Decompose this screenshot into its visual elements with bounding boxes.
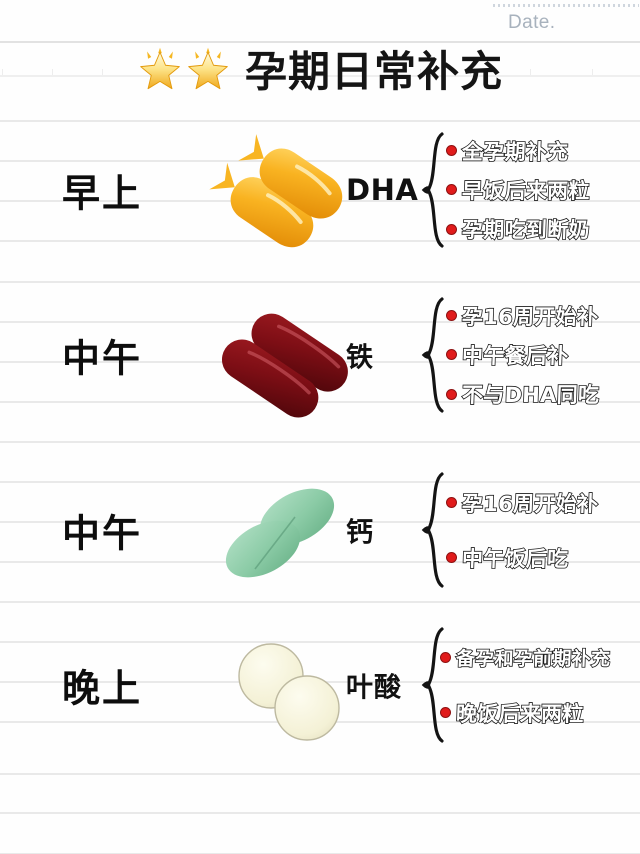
note-item: 中午饭后吃 bbox=[446, 530, 640, 585]
page-title: 孕期日常补充 bbox=[0, 38, 640, 98]
notes-list: 孕16周开始补 中午饭后吃 bbox=[446, 475, 640, 585]
bullet-dot-icon bbox=[440, 652, 451, 663]
bullet-dot-icon bbox=[446, 145, 457, 157]
bullet-dot-icon bbox=[446, 349, 457, 361]
note-item: 中午餐后补 bbox=[446, 335, 640, 374]
note-text: 全孕期补充 bbox=[461, 139, 570, 165]
glowing-star-icon bbox=[188, 47, 228, 90]
note-item: 备孕和孕前期补充 bbox=[440, 630, 640, 685]
note-text: 中午餐后补 bbox=[461, 343, 570, 369]
bullet-dot-icon bbox=[446, 552, 457, 563]
bullet-dot-icon bbox=[440, 707, 451, 718]
note-item: 晚饭后来两粒 bbox=[440, 685, 640, 740]
rule-line bbox=[0, 773, 640, 775]
iron-red-capsules-icon bbox=[221, 313, 348, 418]
note-item: 孕期吃到断奶 bbox=[446, 210, 640, 249]
note-text: 孕16周开始补 bbox=[461, 491, 600, 517]
curly-brace-icon bbox=[421, 132, 444, 248]
time-label: 中午 bbox=[62, 511, 143, 556]
page-title-text: 孕期日常补充 bbox=[244, 46, 503, 96]
note-text: 孕期吃到断奶 bbox=[461, 218, 591, 244]
note-item: 全孕期补充 bbox=[446, 131, 640, 170]
supplement-label: 铁 bbox=[346, 342, 374, 374]
bullet-dot-icon bbox=[446, 310, 457, 322]
supplement-label: 叶酸 bbox=[346, 672, 402, 704]
supplement-label: DHA bbox=[346, 173, 419, 207]
calcium-green-oval-tablets-icon bbox=[225, 488, 335, 578]
date-dotted-line bbox=[493, 4, 639, 7]
date-header: Date. bbox=[493, 4, 640, 34]
dha-fish-softgel-capsules-icon bbox=[209, 134, 343, 248]
note-item: 孕16周开始补 bbox=[446, 475, 640, 530]
schedule-row-folic-acid: 晚上 叶酸 备孕和孕前期补充 bbox=[0, 605, 640, 765]
note-text: 中午饭后吃 bbox=[461, 546, 570, 572]
schedule-row-iron: 中午 铁 bbox=[0, 275, 640, 435]
note-text: 早饭后来两粒 bbox=[461, 178, 591, 204]
curly-brace-icon bbox=[421, 297, 444, 413]
note-text: 孕16周开始补 bbox=[461, 304, 600, 330]
date-label: Date. bbox=[508, 12, 556, 33]
bullet-dot-icon bbox=[446, 497, 457, 508]
rule-line bbox=[0, 441, 640, 443]
time-label: 中午 bbox=[62, 336, 143, 381]
supplement-label: 钙 bbox=[346, 517, 374, 549]
curly-brace-icon bbox=[421, 627, 444, 743]
notes-list: 全孕期补充 早饭后来两粒 孕期吃到断奶 bbox=[446, 131, 640, 249]
schedule-row-dha: 早上 bbox=[0, 110, 640, 270]
note-text: 晚饭后来两粒 bbox=[455, 701, 585, 727]
curly-brace-icon bbox=[421, 472, 444, 588]
notes-list: 孕16周开始补 中午餐后补 不与DHA同吃 bbox=[446, 296, 640, 414]
time-label: 晚上 bbox=[62, 666, 143, 711]
notes-list: 备孕和孕前期补充 晚饭后来两粒 bbox=[440, 630, 640, 740]
bullet-dot-icon bbox=[446, 388, 457, 400]
note-item: 早饭后来两粒 bbox=[446, 170, 640, 209]
note-text: 不与DHA同吃 bbox=[461, 383, 601, 409]
folic-acid-round-tablets-icon bbox=[238, 643, 340, 741]
note-item: 不与DHA同吃 bbox=[446, 375, 640, 414]
time-label: 早上 bbox=[62, 171, 143, 216]
bullet-dot-icon bbox=[446, 184, 457, 196]
schedule-row-calcium: 中午 钙 孕16周开始补 bbox=[0, 450, 640, 610]
note-text: 备孕和孕前期补充 bbox=[455, 647, 612, 671]
rule-line bbox=[0, 812, 640, 814]
note-item: 孕16周开始补 bbox=[446, 296, 640, 335]
bullet-dot-icon bbox=[446, 223, 457, 235]
glowing-star-icon bbox=[140, 47, 180, 90]
